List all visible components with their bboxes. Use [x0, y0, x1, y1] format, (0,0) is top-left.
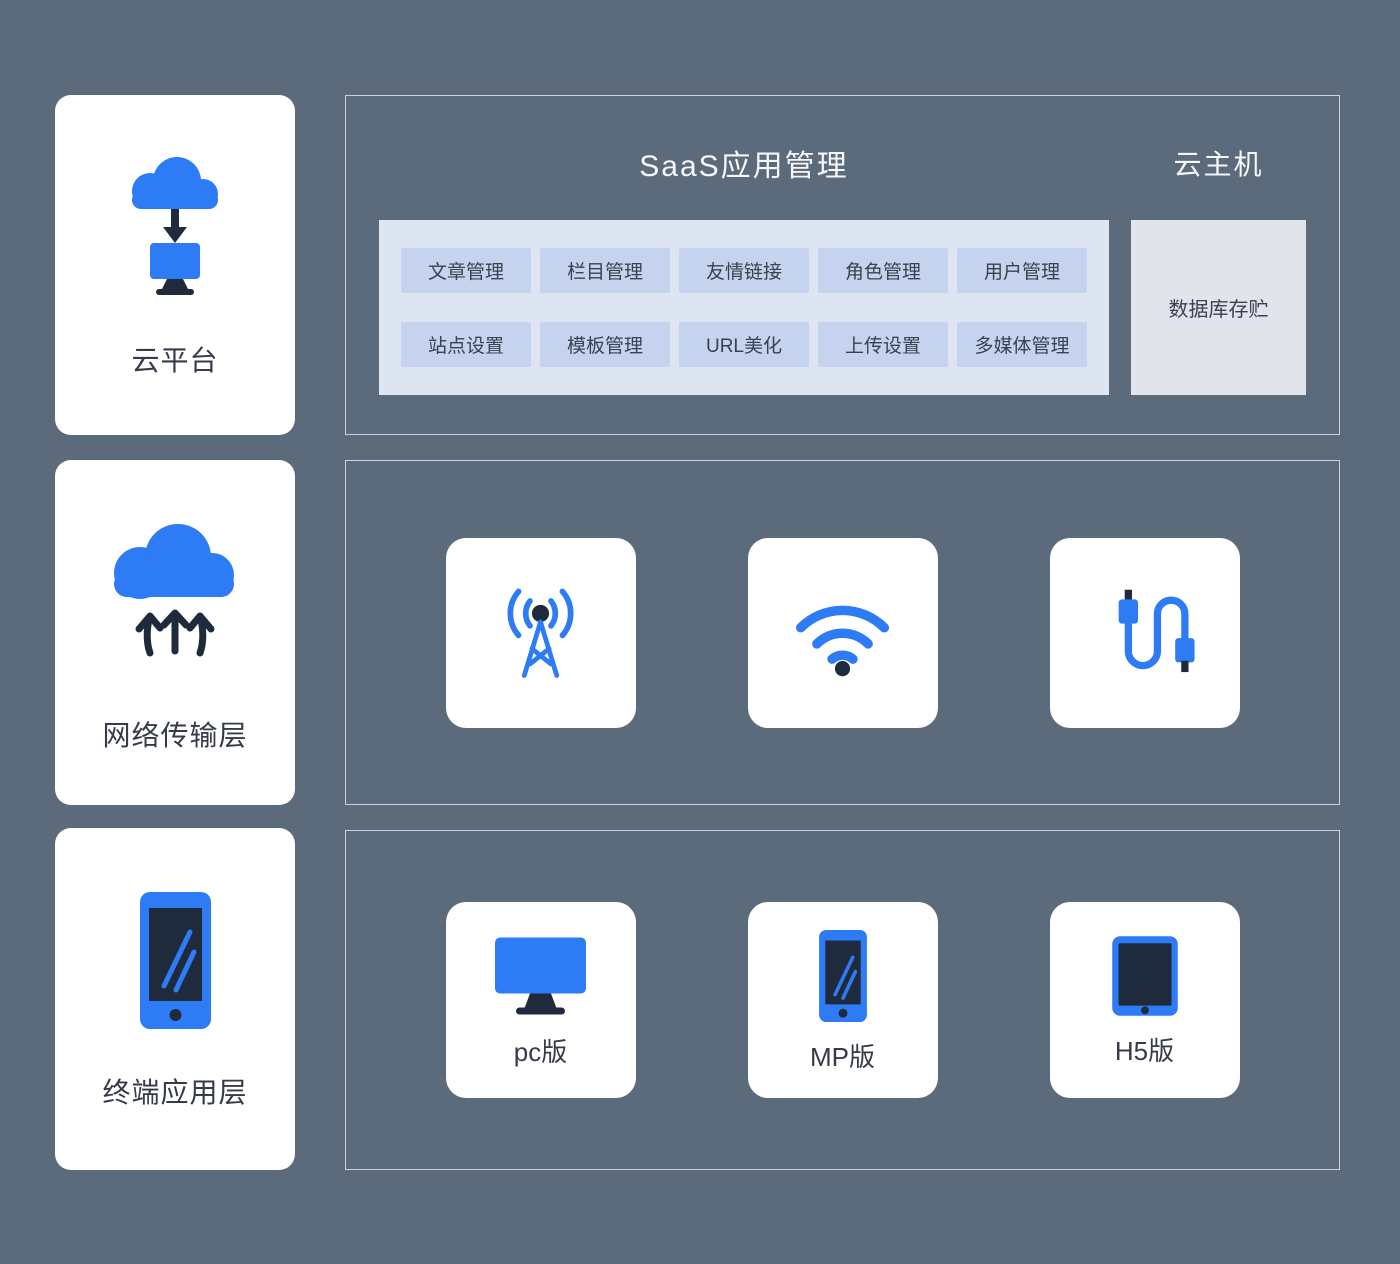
tablet-icon [1106, 933, 1184, 1019]
terminal-app-section: pc版 MP版 [345, 830, 1340, 1170]
terminal-item-pc: pc版 [445, 902, 636, 1098]
network-item-wifi [747, 537, 938, 728]
module-multimedia-management: 多媒体管理 [957, 322, 1087, 367]
terminal-item-h5: H5版 [1049, 902, 1240, 1098]
smartphone-icon [128, 888, 223, 1033]
radio-tower-icon [488, 580, 593, 685]
saas-module-panel: 文章管理 栏目管理 友情链接 角色管理 用户管理 站点设置 模板管理 URL美化… [379, 220, 1109, 395]
layer-card-cloud-platform: 云平台 [55, 95, 295, 435]
layer-label-cloud-platform: 云平台 [131, 345, 219, 376]
terminal-items-row: pc版 MP版 [346, 831, 1339, 1169]
cloud-upload-icon [100, 511, 250, 676]
module-upload-settings: 上传设置 [818, 322, 948, 367]
module-role-management: 角色管理 [818, 248, 948, 293]
saas-module-row-2: 站点设置 模板管理 URL美化 上传设置 多媒体管理 [401, 322, 1087, 367]
saas-management-section: SaaS应用管理 云主机 文章管理 栏目管理 友情链接 角色管理 用户管理 站点… [345, 95, 1340, 435]
layer-label-terminal-app: 终端应用层 [102, 1076, 248, 1108]
cloud-download-monitor-icon [120, 151, 230, 301]
network-transport-section [345, 460, 1340, 805]
terminal-label-h5: H5版 [1114, 1035, 1175, 1066]
network-items-row [346, 461, 1339, 804]
module-template-management: 模板管理 [540, 322, 670, 367]
network-item-usb-cable [1049, 537, 1240, 728]
module-user-management: 用户管理 [957, 248, 1087, 293]
module-friendly-links: 友情链接 [679, 248, 809, 293]
terminal-item-mp: MP版 [747, 902, 938, 1098]
layer-label-network-transport: 网络传输层 [102, 720, 248, 751]
module-site-settings: 站点设置 [401, 322, 531, 367]
wifi-icon [785, 585, 900, 680]
saas-module-row-1: 文章管理 栏目管理 友情链接 角色管理 用户管理 [401, 248, 1087, 293]
desktop-monitor-icon [488, 932, 593, 1020]
network-item-radio-tower [445, 537, 636, 728]
terminal-label-pc: pc版 [513, 1036, 568, 1067]
mobile-phone-icon [812, 927, 874, 1025]
layer-card-terminal-app: 终端应用层 [55, 828, 295, 1170]
layer-card-network-transport: 网络传输层 [55, 460, 295, 805]
cloud-host-title: 云主机 [1173, 149, 1264, 180]
module-column-management: 栏目管理 [540, 248, 670, 293]
module-url-beautify: URL美化 [679, 322, 809, 367]
database-storage-box: 数据库存贮 [1131, 220, 1306, 395]
terminal-label-mp: MP版 [809, 1041, 875, 1072]
module-article-management: 文章管理 [401, 248, 531, 293]
saas-section-title: SaaS应用管理 [639, 150, 849, 183]
usb-cable-icon [1092, 580, 1197, 685]
